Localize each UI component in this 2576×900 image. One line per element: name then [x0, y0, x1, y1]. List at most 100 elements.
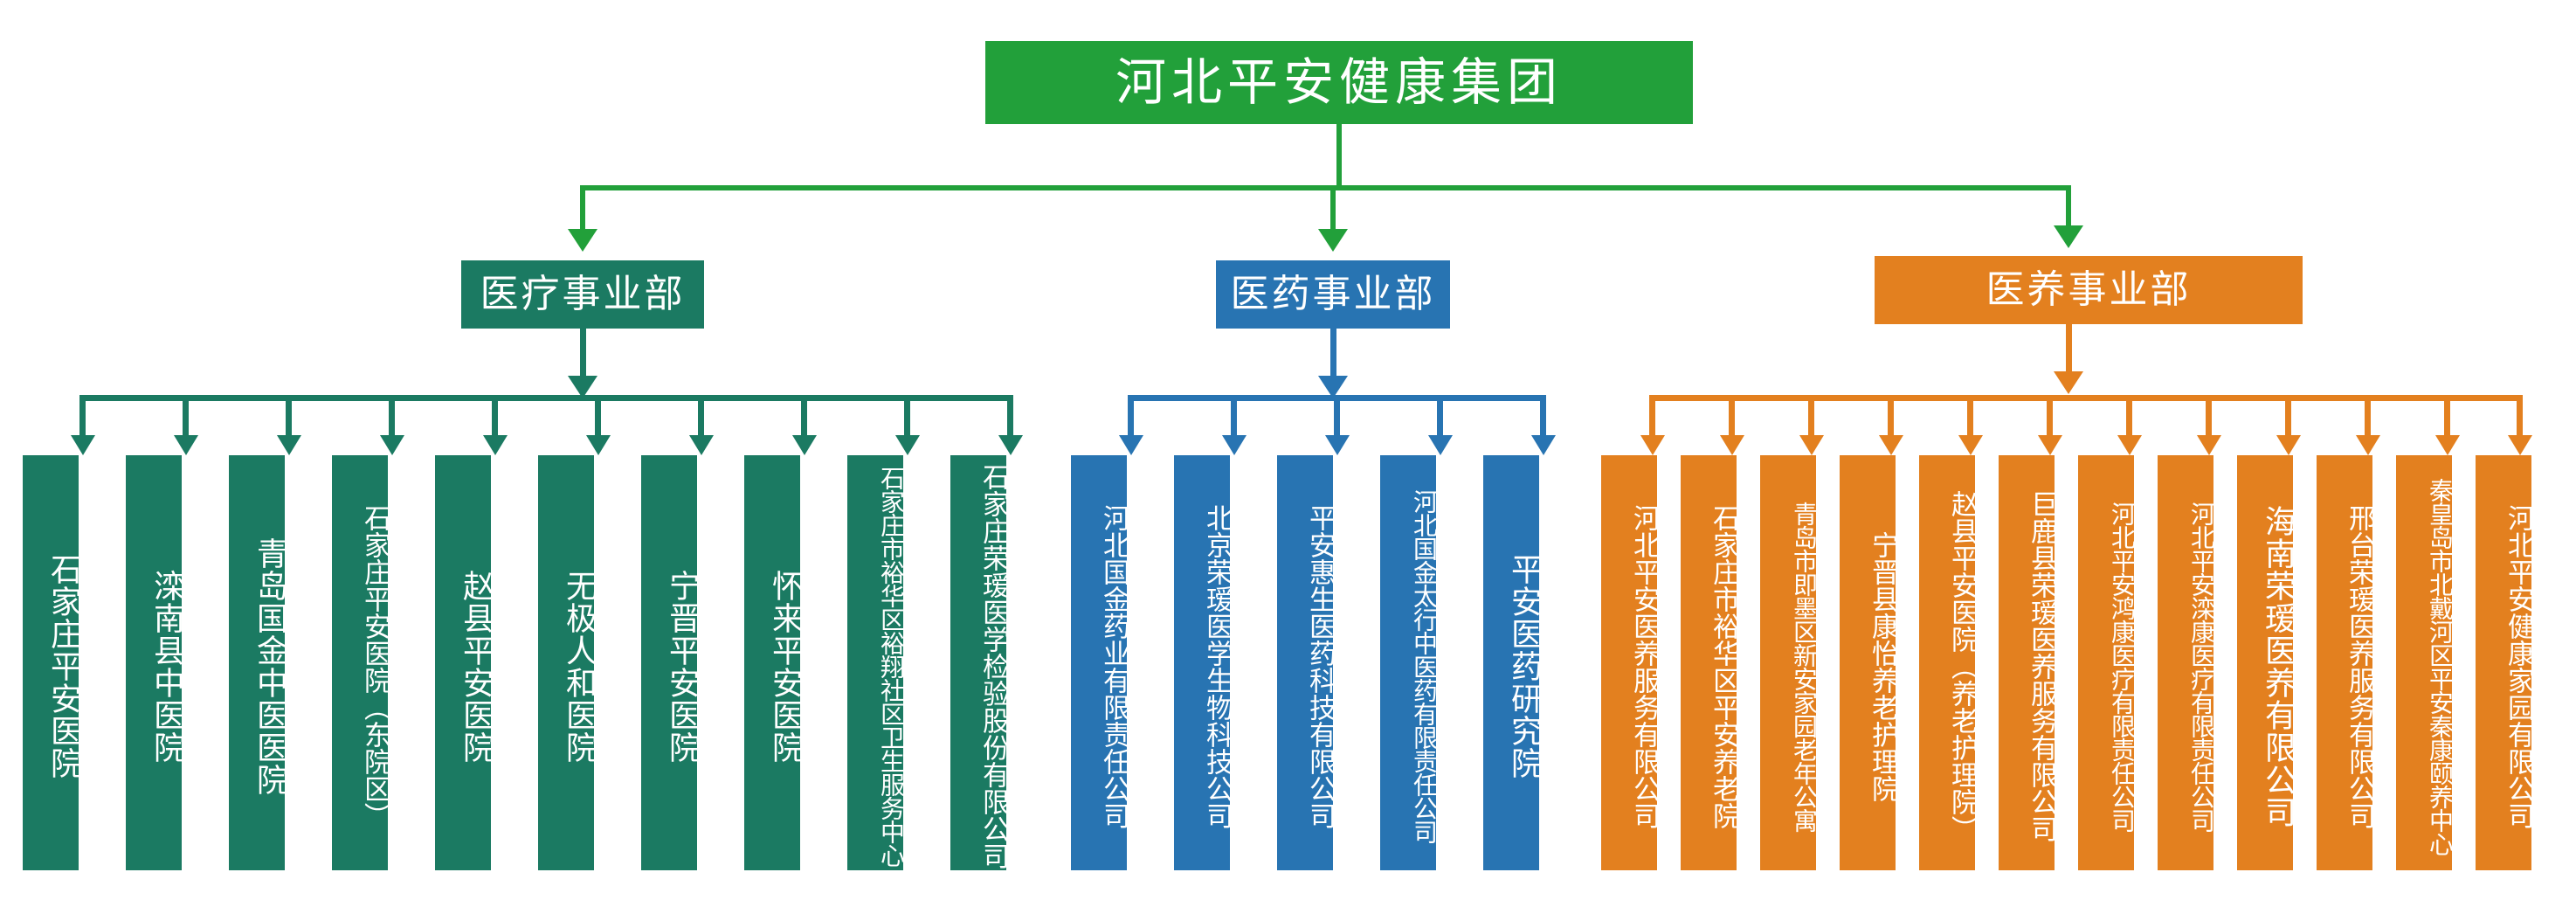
arrow-medical-2	[277, 435, 301, 455]
drop-pharma-4	[1540, 395, 1546, 437]
arrow-pharma-3	[1428, 435, 1453, 455]
leaf-node-elder-9[interactable]: 邢台荣瑷医养服务有限公司	[2317, 455, 2372, 870]
leaf-node-elder-0[interactable]: 河北平安医养服务有限公司	[1601, 455, 1657, 870]
arrow-pharma-2	[1325, 435, 1350, 455]
arrow-pharma-1	[1222, 435, 1247, 455]
drop-medical-3	[389, 395, 395, 437]
drop-pharma-2	[1334, 395, 1340, 437]
drop-medical-0	[79, 395, 86, 437]
leaf-node-elder-10[interactable]: 秦皇岛市北戴河区平安秦康颐养中心	[2396, 455, 2452, 870]
arrow-root-to-medical	[568, 229, 597, 252]
arrow-pharma-4	[1531, 435, 1556, 455]
leaf-node-elder-5[interactable]: 巨鹿县荣瑷医养服务有限公司	[1999, 455, 2055, 870]
elder-stem-connector	[2066, 324, 2072, 373]
leaf-node-medical-7[interactable]: 怀来平安医院	[744, 455, 800, 870]
arrow-elder-11	[2508, 435, 2532, 455]
drop-elder-7	[2206, 395, 2212, 437]
leaf-node-elder-3[interactable]: 宁晋县康怡养老护理院	[1840, 455, 1896, 870]
leaf-node-medical-9[interactable]: 石家庄荣瑷医学检验股份有限公司	[950, 455, 1006, 870]
drop-elder-8	[2285, 395, 2291, 437]
connector-root-to-elder	[2066, 185, 2071, 227]
leaf-node-elder-2[interactable]: 青岛市即墨区新安家园老年公寓	[1760, 455, 1816, 870]
drop-elder-10	[2444, 395, 2450, 437]
drop-medical-8	[904, 395, 910, 437]
leaf-node-pharma-3[interactable]: 河北国金太行中医药有限责任公司	[1380, 455, 1436, 870]
arrow-medical-8	[895, 435, 920, 455]
arrow-medical-6	[689, 435, 714, 455]
leaf-node-elder-7[interactable]: 河北平安滦康医疗有限责任公司	[2158, 455, 2213, 870]
arrow-elder-stem	[2054, 371, 2083, 394]
leaf-node-pharma-0[interactable]: 河北国金药业有限责任公司	[1071, 455, 1127, 870]
arrow-elder-10	[2435, 435, 2460, 455]
arrow-medical-0	[71, 435, 95, 455]
drop-medical-6	[698, 395, 704, 437]
drop-medical-1	[183, 395, 189, 437]
leaf-node-medical-3[interactable]: 石家庄平安医院（东院区）	[332, 455, 388, 870]
leaf-node-medical-2[interactable]: 青岛国金中医医院	[229, 455, 285, 870]
arrow-medical-stem	[568, 376, 597, 398]
root-node-hebei-pingan-health-group[interactable]: 河北平安健康集团	[985, 41, 1693, 124]
arrow-medical-4	[483, 435, 508, 455]
pharma-stem-connector	[1330, 329, 1336, 377]
elder-bus-connector	[1649, 395, 2523, 401]
arrow-elder-8	[2276, 435, 2301, 455]
arrow-pharma-0	[1119, 435, 1143, 455]
drop-elder-3	[1888, 395, 1894, 437]
connector-root-to-medical	[580, 185, 585, 231]
leaf-node-pharma-4[interactable]: 平安医药研究院	[1483, 455, 1539, 870]
arrow-elder-3	[1879, 435, 1903, 455]
medical-bus-connector	[79, 395, 1012, 401]
medical-stem-connector	[580, 329, 586, 377]
leaf-node-pharma-1[interactable]: 北京荣瑷医学生物科技公司	[1174, 455, 1230, 870]
arrow-pharma-stem	[1318, 376, 1348, 398]
arrow-medical-3	[380, 435, 404, 455]
division-node-pharma[interactable]: 医药事业部	[1216, 260, 1450, 329]
drop-elder-11	[2517, 395, 2523, 437]
arrow-elder-1	[1720, 435, 1744, 455]
arrow-elder-5	[2038, 435, 2062, 455]
leaf-node-medical-8[interactable]: 石家庄市裕华区裕翔社区卫生服务中心	[847, 455, 903, 870]
drop-elder-4	[1967, 395, 1973, 437]
arrow-elder-2	[1799, 435, 1824, 455]
leaf-node-medical-0[interactable]: 石家庄平安医院	[23, 455, 79, 870]
leaf-node-pharma-2[interactable]: 平安惠生医药科技有限公司	[1277, 455, 1333, 870]
arrow-root-to-elder	[2054, 225, 2083, 248]
arrow-medical-9	[998, 435, 1023, 455]
leaf-node-elder-6[interactable]: 河北平安鸿康医疗有限责任公司	[2078, 455, 2134, 870]
drop-pharma-0	[1128, 395, 1134, 437]
leaf-node-medical-1[interactable]: 滦南县中医院	[126, 455, 182, 870]
arrow-root-to-pharma	[1318, 229, 1348, 252]
arrow-medical-1	[174, 435, 198, 455]
arrow-medical-5	[586, 435, 611, 455]
drop-elder-1	[1729, 395, 1735, 437]
leaf-node-medical-6[interactable]: 宁晋平安医院	[641, 455, 697, 870]
root-stem-connector	[1336, 124, 1342, 187]
leaf-node-elder-8[interactable]: 海南荣瑷医养有限公司	[2237, 455, 2293, 870]
drop-medical-5	[595, 395, 601, 437]
leaf-node-medical-5[interactable]: 无极人和医院	[538, 455, 594, 870]
drop-elder-0	[1649, 395, 1655, 437]
leaf-node-elder-4[interactable]: 赵县平安医院（养老护理院）	[1919, 455, 1975, 870]
leaf-node-elder-11[interactable]: 河北平安健康家园有限公司	[2476, 455, 2531, 870]
drop-medical-2	[286, 395, 292, 437]
drop-medical-9	[1007, 395, 1013, 437]
arrow-elder-9	[2356, 435, 2380, 455]
drop-elder-2	[1808, 395, 1814, 437]
drop-medical-4	[492, 395, 498, 437]
leaf-node-medical-4[interactable]: 赵县平安医院	[435, 455, 491, 870]
arrow-elder-6	[2117, 435, 2142, 455]
arrow-elder-0	[1640, 435, 1665, 455]
arrow-elder-7	[2197, 435, 2221, 455]
drop-medical-7	[801, 395, 807, 437]
root-bus-connector	[580, 185, 2071, 190]
division-node-medical[interactable]: 医疗事业部	[461, 260, 704, 329]
division-node-elder[interactable]: 医养事业部	[1875, 256, 2303, 324]
leaf-node-elder-1[interactable]: 石家庄市裕华区平安养老院	[1681, 455, 1737, 870]
drop-pharma-1	[1231, 395, 1237, 437]
arrow-elder-4	[1958, 435, 1983, 455]
drop-elder-5	[2047, 395, 2053, 437]
arrow-medical-7	[792, 435, 817, 455]
drop-pharma-3	[1437, 395, 1443, 437]
drop-elder-6	[2126, 395, 2132, 437]
